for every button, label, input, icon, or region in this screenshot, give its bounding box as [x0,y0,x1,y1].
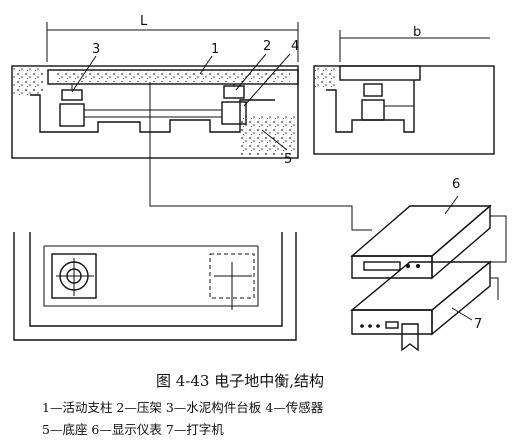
side-pit-floor [326,80,415,133]
main-elevation-view: L 3 1 2 4 5 [11,14,299,167]
dimension-label-l: L [140,14,148,29]
leader-2 [71,55,97,93]
printer-side [431,260,491,336]
pit-floor-profile [30,94,275,133]
plan-view [13,232,297,341]
callout-6: 6 [452,177,460,192]
display-instrument: 6 [350,177,492,280]
plan-inner-wall [29,232,283,327]
callout-1: 2 [263,39,271,54]
side-support-top [363,83,383,97]
plan-platform [43,246,259,307]
side-slab [339,65,421,81]
figure-caption: 图 4-43 电子地中衡,结构 [156,372,324,390]
side-elevation-view: b [313,25,495,155]
printer-paper [401,323,419,352]
side-concrete [315,67,337,89]
printer-button-3 [376,324,380,328]
callout-2: 3 [92,42,100,57]
display-top [350,205,492,257]
side-pit-outline [313,65,495,155]
side-load-cell [361,99,385,121]
leader-7 [451,307,473,321]
leader-4 [243,53,291,107]
interconnect-cable [490,215,507,263]
dimension-label-b: b [413,25,421,40]
plan-cell-left [51,253,97,299]
leader-5 [261,129,288,151]
support-right-top [223,85,245,99]
display-side [431,204,491,280]
callout-3: 1 [211,42,219,57]
concrete-left [13,67,43,95]
callout-5: 5 [284,152,292,167]
leader-1 [235,53,267,91]
printer-button-1 [360,324,364,328]
pit-outline [11,65,299,159]
display-window [363,261,401,271]
plan-cell-right [209,253,255,299]
platform-slab [47,69,299,85]
legend-line-2: 5—底座 6—显示仪表 7—打字机 [42,422,224,437]
load-cell-right [221,101,247,125]
printer: 7 [350,260,492,352]
legend-line-1: 1—活动支柱 2—压架 3—水泥构件台板 4—传感器 [42,400,324,415]
concrete-slab [55,70,290,82]
display-knob-2 [416,264,420,268]
interconnect-cable-2 [490,277,499,300]
plan-outer-wall [13,232,297,341]
load-cell-left [59,103,85,127]
printer-switch [385,321,399,329]
callout-7: 7 [474,317,482,332]
leader-6 [444,195,459,215]
leader-3 [199,55,213,75]
printer-button-2 [368,324,372,328]
callout-4: 4 [291,39,299,54]
signal-cable [149,82,372,231]
